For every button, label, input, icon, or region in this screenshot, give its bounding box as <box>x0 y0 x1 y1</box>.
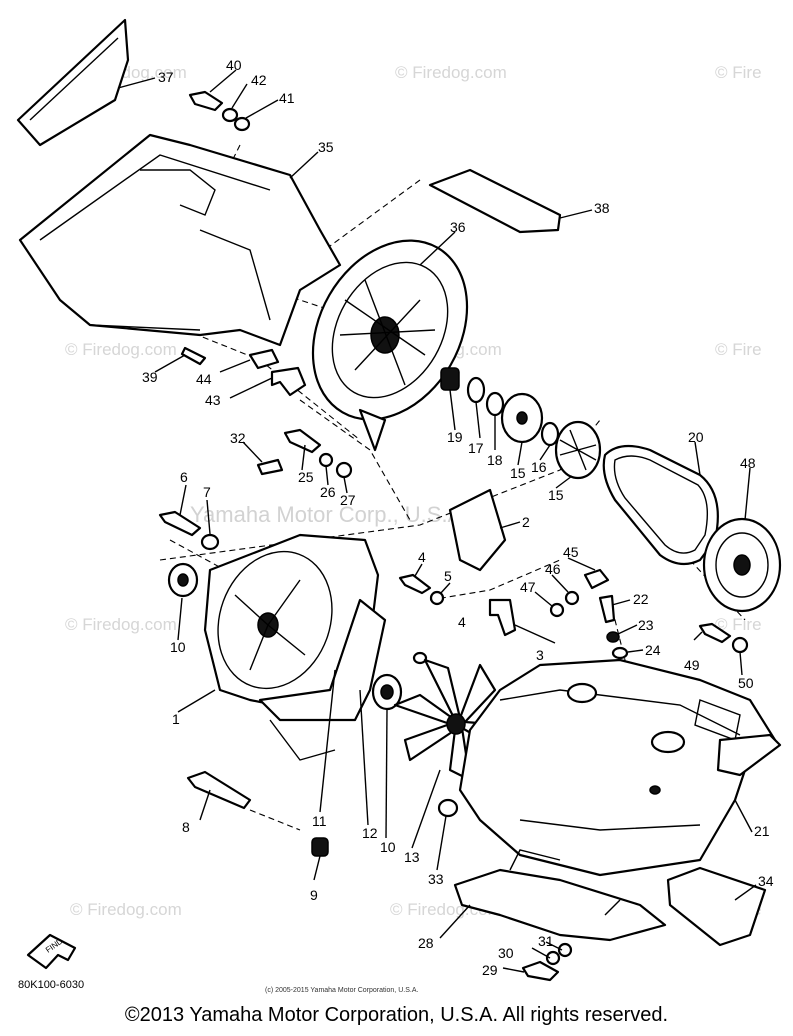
watermark: © Fire <box>715 63 762 82</box>
part-34-pad <box>666 866 767 947</box>
callout-45: 45 <box>563 544 579 560</box>
callout-33: 33 <box>428 871 444 887</box>
callout-12: 12 <box>362 825 378 841</box>
part-36-recoil-starter <box>311 239 469 452</box>
callout-38: 38 <box>594 200 610 216</box>
callout-22: 22 <box>633 591 649 607</box>
part-21-engine-shroud <box>458 658 782 877</box>
watermark: Yamaha Motor Corp., U.S.A. <box>190 502 468 527</box>
callout-4a: 4 <box>418 549 426 565</box>
callout-24: 24 <box>645 642 661 658</box>
callout-1: 1 <box>172 711 180 727</box>
watermark: © Fire <box>715 615 762 634</box>
callout-labels: 37 40 42 41 35 36 38 39 44 43 19 17 18 1… <box>142 57 774 978</box>
watermark: © Firedog.com <box>65 615 177 634</box>
part-37-screen <box>16 18 130 147</box>
callout-8: 8 <box>182 819 190 835</box>
leader-lines <box>117 69 757 973</box>
callout-34: 34 <box>758 873 774 889</box>
callout-44: 44 <box>196 371 212 387</box>
callout-19: 19 <box>447 429 463 445</box>
callout-10a: 10 <box>170 639 186 655</box>
callout-27: 27 <box>340 492 356 508</box>
callout-36: 36 <box>450 219 466 235</box>
callout-49: 49 <box>684 657 700 673</box>
footer-copyright: ©2013 Yamaha Motor Corporation, U.S.A. A… <box>124 1004 669 1026</box>
callout-26: 26 <box>320 484 336 500</box>
callout-28: 28 <box>418 935 434 951</box>
callout-2: 2 <box>522 514 530 530</box>
part-28-bottom-plate <box>453 849 667 942</box>
callout-20: 20 <box>688 429 704 445</box>
callout-11: 11 <box>312 813 327 829</box>
callout-13: 13 <box>404 849 420 865</box>
watermarks: © Firedog.com © Firedog.com © Fire © Fir… <box>65 63 762 919</box>
watermark: © Firedog.com <box>65 340 177 359</box>
part-38-deflector <box>428 168 562 234</box>
part-20-belt <box>602 444 719 566</box>
callout-15a: 15 <box>510 465 526 481</box>
callout-17: 17 <box>468 440 484 456</box>
part-1-fan-housing <box>203 533 387 761</box>
callout-25: 25 <box>298 469 314 485</box>
callout-48: 48 <box>740 455 756 471</box>
callout-23: 23 <box>638 617 654 633</box>
callout-6: 6 <box>180 469 188 485</box>
callout-4b: 4 <box>458 614 466 630</box>
callout-43: 43 <box>205 392 221 408</box>
part-13-fan <box>393 658 507 782</box>
part-48-pulley <box>702 517 782 613</box>
callout-16: 16 <box>531 459 547 475</box>
find-arrow-icon: FIND <box>26 933 77 970</box>
callout-46: 46 <box>545 561 561 577</box>
part-35-upper-shroud <box>18 133 342 347</box>
callout-31: 31 <box>538 933 554 949</box>
callout-7: 7 <box>203 484 211 500</box>
callout-9: 9 <box>310 887 318 903</box>
callout-42: 42 <box>251 72 267 88</box>
watermark: © Firedog.com <box>395 63 507 82</box>
watermark: © Firedog.com <box>70 900 182 919</box>
callout-50: 50 <box>738 675 754 691</box>
callout-35: 35 <box>318 139 334 155</box>
callout-32: 32 <box>230 430 246 446</box>
callout-15b: 15 <box>548 487 564 503</box>
callout-40: 40 <box>226 57 242 73</box>
diagram-code: 80K100-6030 <box>18 979 84 991</box>
callout-39: 39 <box>142 369 158 385</box>
callout-47: 47 <box>520 579 536 595</box>
watermark: © Fire <box>715 340 762 359</box>
callout-30: 30 <box>498 945 514 961</box>
callout-41: 41 <box>279 90 295 106</box>
callout-18: 18 <box>487 452 503 468</box>
callout-10b: 10 <box>380 839 396 855</box>
callout-3: 3 <box>536 647 544 663</box>
callout-29: 29 <box>482 962 498 978</box>
part-2-cover <box>448 488 507 572</box>
pulley-stack <box>440 367 602 480</box>
callout-37: 37 <box>158 69 174 85</box>
callout-5: 5 <box>444 568 452 584</box>
small-copyright: (c) 2005-2015 Yamaha Motor Corporation, … <box>265 987 418 994</box>
callout-21: 21 <box>754 823 770 839</box>
